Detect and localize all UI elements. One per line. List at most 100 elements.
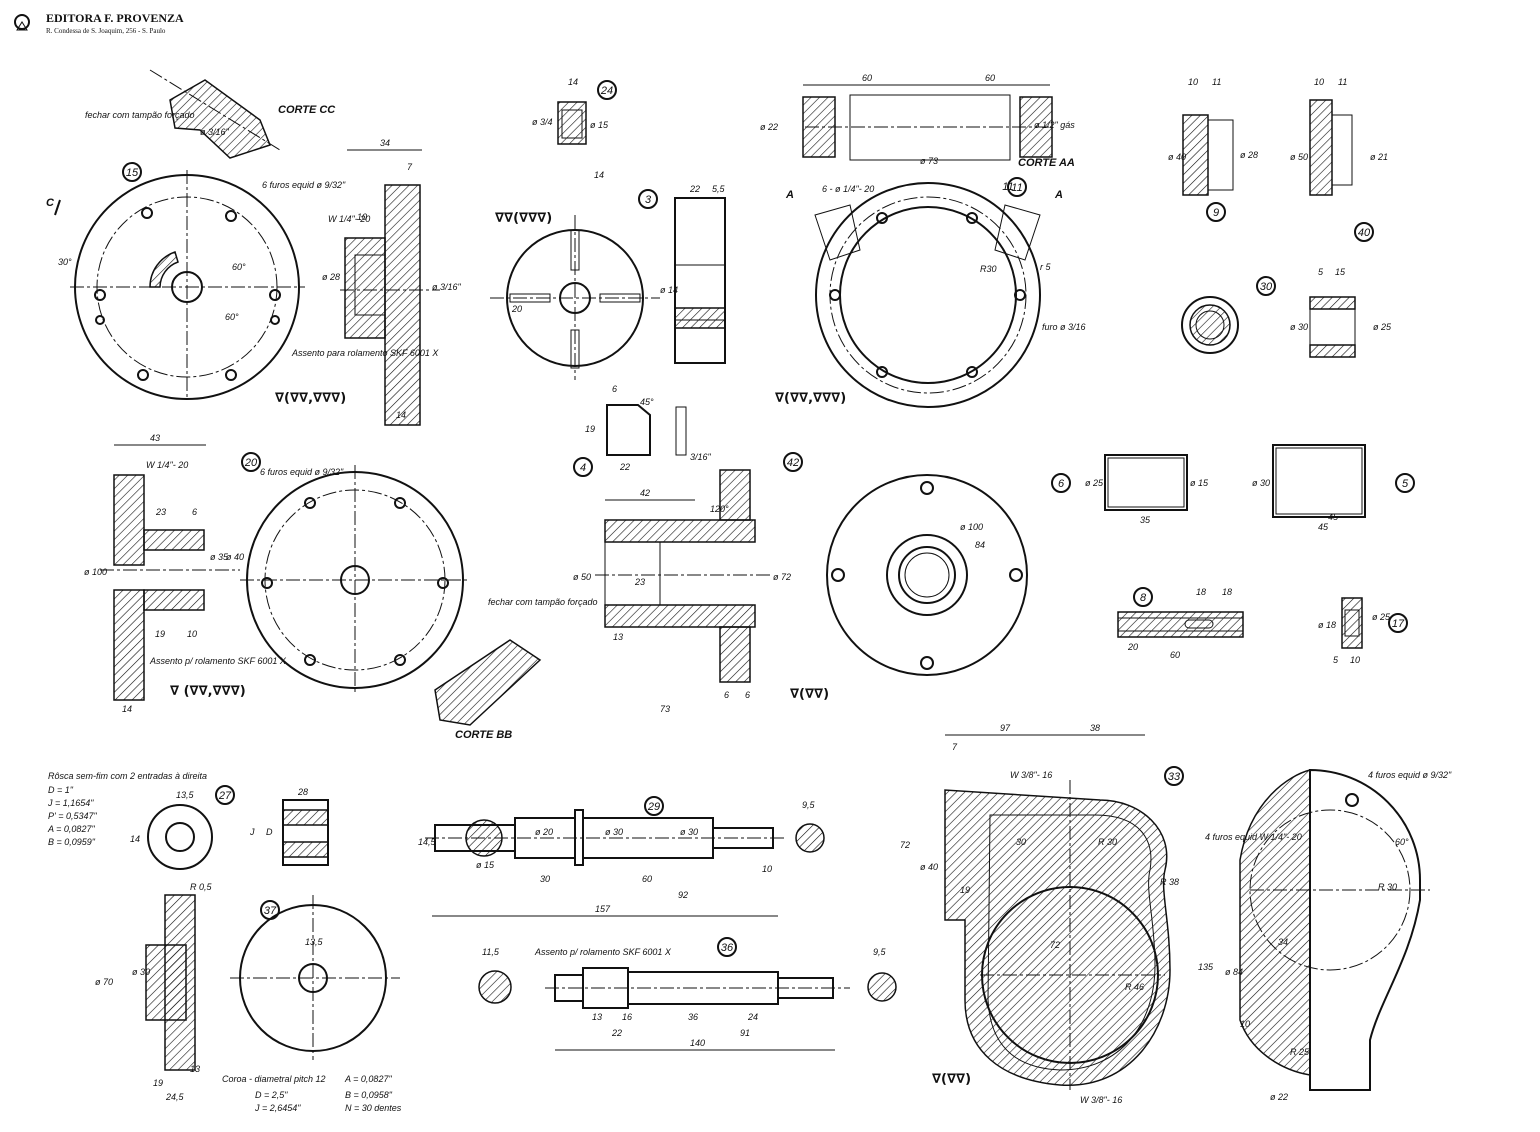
part-badge: 33 [1164,766,1184,786]
svg-text:C: C [46,197,55,209]
gear-title: Coroa - diametral pitch 12 [222,1074,326,1084]
part-30 [1181,296,1356,358]
part-badge: 8 [1133,587,1153,607]
svg-text:5: 5 [1318,267,1324,277]
svg-text:7: 7 [952,742,958,752]
svg-text:11,5: 11,5 [482,947,500,957]
svg-text:14: 14 [594,170,604,180]
svg-text:ø 15: ø 15 [476,860,495,870]
svg-text:60: 60 [1170,650,1180,660]
svg-text:13: 13 [613,632,623,642]
part-15-front-view: C 30° 60° 60° [46,170,305,400]
svg-text:16: 16 [622,1012,632,1022]
svg-text:ø 21: ø 21 [1370,152,1388,162]
svg-text:N = 30 dentes: N = 30 dentes [345,1103,402,1113]
svg-text:ø 1/2" gás: ø 1/2" gás [1034,120,1075,130]
svg-text:14,5: 14,5 [418,837,437,847]
svg-text:P' = 0,5347": P' = 0,5347" [48,811,98,821]
svg-text:18: 18 [1196,587,1206,597]
svg-text:ø 100: ø 100 [84,567,107,577]
part-33-section: 97 38 W 3/8"- 16 W 3/8"- 16 ∇(∇∇) [932,723,1171,1105]
svg-text:ø 50: ø 50 [573,572,591,582]
svg-text:ø 22: ø 22 [1270,1092,1288,1102]
svg-text:9,5: 9,5 [802,800,816,810]
svg-text:11: 11 [1011,182,1022,194]
thread-33b: W 3/8"- 16 [1080,1095,1122,1105]
svg-text:ø 40: ø 40 [1168,152,1186,162]
svg-text:A: A [785,189,794,201]
svg-text:6: 6 [745,690,750,700]
svg-text:30: 30 [1260,281,1273,293]
svg-text:ø 30: ø 30 [680,827,698,837]
part-24: 14 [557,77,587,145]
svg-text:60: 60 [642,874,652,884]
svg-text:30°: 30° [58,257,72,267]
svg-text:13: 13 [592,1012,602,1022]
svg-text:22: 22 [611,1028,622,1038]
svg-text:11: 11 [1338,77,1347,87]
svg-text:92: 92 [678,890,688,900]
worm-spec: Rôsca sem-fim com 2 entradas à direita D… [47,771,207,847]
svg-text:ø 3/4: ø 3/4 [532,117,553,127]
finish-symbol-42: ∇(∇∇) [790,687,829,702]
svg-text:ø 30: ø 30 [1252,478,1270,488]
note-furos-15: 6 furos equid ø 9/32" [262,180,346,190]
svg-text:5: 5 [1402,478,1409,490]
svg-text:6: 6 [1058,478,1065,490]
thread-20: W 1/4"- 20 [146,460,188,470]
section-bb: fechar com tampão forçado CORTE BB [434,597,598,741]
part-badges: 15 24 3 11 9 40 30 20 4 42 6 5 8 17 27 2… [122,80,1415,957]
svg-text:6: 6 [612,384,617,394]
part-33-side-view: 4 furos equid ø 9/32" 4 furos equid W 1/… [1205,768,1452,1091]
svg-text:A: A [1054,189,1063,201]
svg-text:84: 84 [975,540,985,550]
svg-text:3: 3 [645,194,652,206]
svg-text:17: 17 [1392,618,1405,630]
svg-text:6: 6 [192,507,197,517]
svg-text:30: 30 [540,874,550,884]
svg-text:ø 25: ø 25 [1373,322,1392,332]
svg-text:10: 10 [1314,77,1324,87]
svg-text:9,5: 9,5 [873,947,887,957]
svg-text:J = 1,1654": J = 1,1654" [47,798,94,808]
svg-text:42: 42 [640,488,650,498]
svg-text:r 5: r 5 [1040,262,1051,272]
publisher-address: R. Condessa de S. Joaquim, 256 - S. Paul… [46,27,166,35]
svg-text:60°: 60° [225,312,239,322]
note-rolamento-20: Assento p/ rolamento SKF 6001 X [149,656,287,666]
svg-text:ø 30: ø 30 [1290,322,1308,332]
svg-text:ø 14: ø 14 [660,285,678,295]
part-3: ∇∇(∇∇∇) 22 [490,184,726,380]
svg-text:ø 28: ø 28 [1240,150,1258,160]
publisher-name: EDITORA F. PROVENZA [46,11,184,25]
svg-text:D = 2,5": D = 2,5" [255,1090,288,1100]
part-36: Assento p/ rolamento SKF 6001 X 140 [478,947,897,1051]
part-20-section: 43 W 1/4"- 20 Assento p/ rolamento SKF 6… [100,433,287,701]
svg-text:R 38: R 38 [1160,877,1179,887]
svg-text:R 0,5: R 0,5 [190,882,213,892]
svg-text:ø 18: ø 18 [1318,620,1336,630]
worm-title: Rôsca sem-fim com 2 entradas à direita [48,771,207,781]
part-5: 45 [1272,444,1366,532]
svg-text:30: 30 [1016,837,1026,847]
part-27: 28 [147,787,329,870]
note-furos-33: 4 furos equid ø 9/32" [1368,770,1452,780]
svg-text:42: 42 [787,457,799,469]
svg-text:R 25: R 25 [1290,1047,1310,1057]
svg-text:A = 0,0827": A = 0,0827" [344,1074,392,1084]
svg-text:6: 6 [724,690,729,700]
part-badge: 36 [717,937,737,957]
svg-text:13,5: 13,5 [305,937,324,947]
svg-text:ø 72: ø 72 [773,572,791,582]
svg-text:24: 24 [747,1012,758,1022]
thread-33: W 3/8"- 16 [1010,770,1052,780]
svg-text:19: 19 [585,424,595,434]
svg-text:10: 10 [1350,655,1360,665]
part-37 [145,894,400,1071]
part-badge: 40 [1354,222,1374,242]
svg-text:J = 2,6454": J = 2,6454" [254,1103,301,1113]
svg-text:ø 15: ø 15 [1190,478,1209,488]
section-cc-detail: fechar com tampão forçado CORTE CC ø 3/1… [85,69,336,159]
part-8: 60 [1117,611,1244,660]
